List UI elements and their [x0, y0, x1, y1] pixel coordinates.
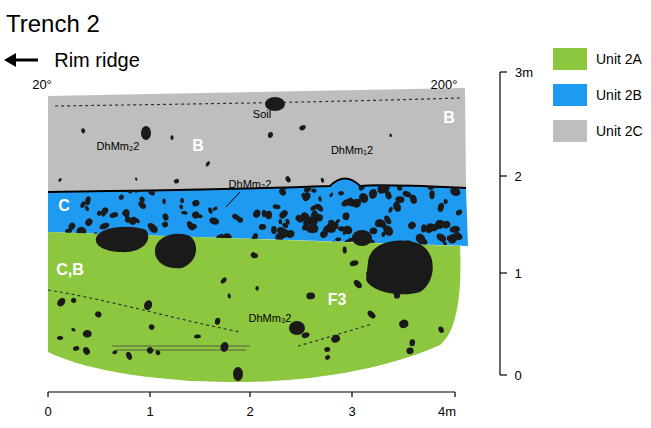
facies-code: F3: [328, 292, 347, 308]
legend-swatch: [553, 48, 587, 70]
large-clasts: [96, 97, 433, 381]
horizontal-scale: [48, 392, 455, 397]
scale-number: 2: [514, 170, 521, 183]
facies-code: C: [58, 198, 70, 214]
legend-swatch: [553, 120, 587, 142]
leader-line: [226, 192, 240, 207]
scale-number: 4m: [438, 405, 456, 418]
direction-arrow: [4, 53, 38, 67]
scale-number: 0: [514, 369, 521, 382]
scale-number: 1: [514, 267, 521, 280]
lamina-line: [112, 346, 250, 350]
unit-2c-band: [48, 88, 466, 192]
bearing-label: 20°: [32, 78, 52, 91]
legend-swatch: [553, 84, 587, 106]
facies-code: C,B: [56, 262, 84, 278]
title: Trench 2: [6, 12, 100, 36]
scale-number: 0: [44, 405, 51, 418]
unit-boundary: [48, 179, 466, 193]
unit-code: DhMm₁2: [331, 145, 373, 156]
legend-text: Unit 2B: [596, 88, 642, 102]
legend-text: Unit 2C: [596, 124, 643, 138]
scale-number: 2: [246, 405, 253, 418]
unit-code: DhMm₂2: [229, 179, 272, 190]
bearing-label: 200°: [431, 78, 458, 91]
direction-label: Rim ridge: [54, 50, 140, 70]
vertical-scale: [500, 72, 507, 375]
legend-text: Unit 2A: [596, 52, 642, 66]
soil-boundary: [55, 98, 460, 106]
scale-number: 1: [146, 405, 153, 418]
unit-2a-band: [48, 232, 460, 382]
facies-code: B: [192, 138, 204, 154]
bed-line: [48, 290, 240, 332]
scale-number: 3: [348, 405, 355, 418]
bed-line: [298, 324, 372, 346]
small-clasts: [56, 124, 468, 361]
facies-code: B: [443, 110, 455, 126]
unit-code: DhMm₃2: [249, 313, 292, 324]
horizon-label: Soil: [253, 109, 271, 120]
scale-number: 3m: [515, 66, 533, 79]
unit-code: DhMm₂2: [97, 141, 140, 152]
